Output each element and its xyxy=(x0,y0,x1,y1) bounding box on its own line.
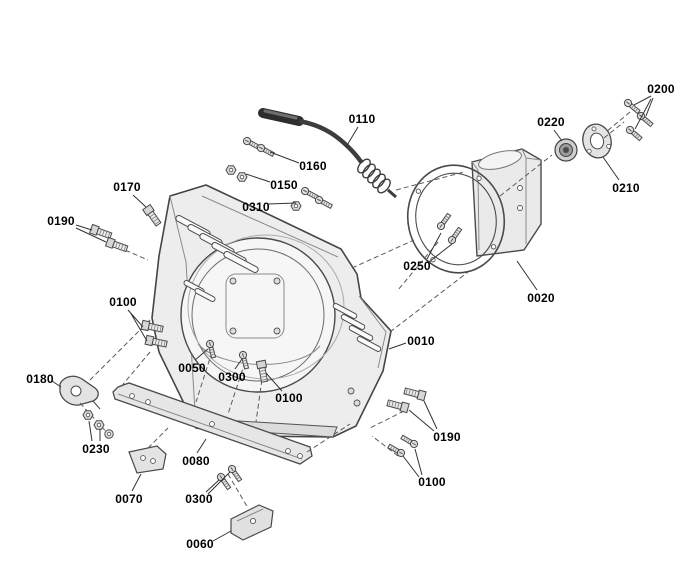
screw-0250-a xyxy=(435,211,453,232)
chute-pedestal-part xyxy=(471,148,542,257)
washer-0230 xyxy=(104,429,114,439)
screw-0200-a xyxy=(622,97,642,116)
screw-0160-b xyxy=(255,142,276,159)
alignment-lines xyxy=(79,111,631,509)
screw-0310-b xyxy=(313,194,334,211)
part-label-0200: 0200 xyxy=(647,82,675,96)
bolt-0170 xyxy=(142,204,163,228)
rod-spring xyxy=(357,158,391,194)
part-label-0010: 0010 xyxy=(407,334,435,348)
part-label-0150: 0150 xyxy=(270,178,298,192)
part-label-0160: 0160 xyxy=(299,159,327,173)
part-label-0110: 0110 xyxy=(348,112,376,126)
part-label-0100-right: 0100 xyxy=(418,475,446,489)
bearing-flange-part xyxy=(582,123,612,159)
part-label-0300-mid: 0300 xyxy=(218,370,246,384)
skid-plate-part xyxy=(128,445,167,474)
part-label-0020: 0020 xyxy=(527,291,555,305)
part-label-0310: 0310 xyxy=(242,200,270,214)
part-label-0220: 0220 xyxy=(537,115,565,129)
screw-0300-bottom-a xyxy=(215,471,233,492)
part-label-0210: 0210 xyxy=(612,181,640,195)
part-label-0180: 0180 xyxy=(26,372,54,386)
part-label-0170: 0170 xyxy=(113,180,141,194)
part-label-0100-center: 0100 xyxy=(275,391,303,405)
bearing-part xyxy=(554,138,578,162)
bolt-0190-left-b xyxy=(105,236,129,254)
scraper-bar-part xyxy=(112,382,313,465)
part-label-0230: 0230 xyxy=(82,442,110,456)
part-label-0080: 0080 xyxy=(182,454,210,468)
screw-0100-right-a xyxy=(399,433,420,450)
part-label-0050: 0050 xyxy=(178,361,206,375)
vent-slots-upper xyxy=(175,214,259,302)
screw-0250-b xyxy=(446,225,464,246)
part-label-0100-left: 0100 xyxy=(109,295,137,309)
part-label-0190-left: 0190 xyxy=(47,214,75,228)
part-label-0190-right: 0190 xyxy=(433,430,461,444)
control-rod-part xyxy=(258,108,397,199)
bolt-0190-right-a xyxy=(403,385,427,402)
nut-0230-b xyxy=(93,420,105,430)
part-label-0060: 0060 xyxy=(186,537,214,551)
left-pivot-bracket-part xyxy=(59,375,101,410)
auger-housing-part xyxy=(151,184,392,438)
part-label-0250: 0250 xyxy=(403,259,431,273)
nut-0230-a xyxy=(82,410,94,420)
vent-slots-side xyxy=(332,303,382,352)
screw-0200-c xyxy=(624,124,644,143)
part-label-0300-bottom: 0300 xyxy=(185,492,213,506)
leader-lines xyxy=(51,95,654,542)
lower-bracket-part xyxy=(230,504,274,541)
screw-0200-b xyxy=(635,110,655,129)
nut-0150-a xyxy=(225,165,237,175)
bolt-0190-right-b xyxy=(386,397,410,414)
nut-0150-b xyxy=(236,172,248,182)
part-label-0070: 0070 xyxy=(115,492,143,506)
